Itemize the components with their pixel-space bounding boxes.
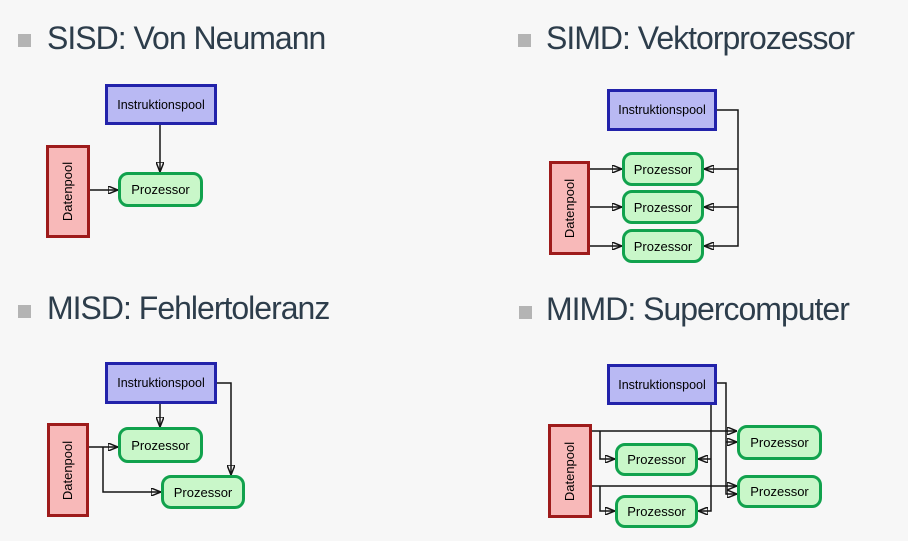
panel-title-simd: SIMD: Vektorprozessor	[546, 20, 855, 56]
arrow-instruction-to-right-processor-2	[717, 382, 737, 494]
node-instruction-pool: Instruktionspool	[607, 364, 717, 405]
node-label: Instruktionspool	[117, 97, 205, 112]
node-label: Datenpool	[60, 161, 76, 222]
arrow-data-to-middle-processor-1	[599, 431, 615, 459]
node-label: Prozessor	[633, 161, 693, 177]
panel-mimd: MIMD: Supercomputer Instruktionspool Dat…	[454, 270, 908, 541]
arrow-instruction-to-middle-processor-2	[698, 405, 712, 511]
node-label: Prozessor	[173, 484, 233, 500]
node-processor-middle-2: Prozessor	[615, 495, 698, 528]
arrow-instruction-to-processor-2	[217, 382, 231, 475]
node-processor-3: Prozessor	[622, 229, 704, 263]
node-label: Prozessor	[633, 199, 693, 215]
node-label: Datenpool	[562, 178, 577, 238]
panel-title-sisd: SISD: Von Neumann	[47, 20, 326, 56]
node-label: Prozessor	[131, 437, 190, 453]
node-instruction-pool: Instruktionspool	[607, 89, 717, 131]
node-data-pool: Datenpool	[548, 424, 592, 518]
arrow-data-to-middle-processor-2	[599, 486, 615, 511]
wires-misd	[89, 382, 454, 541]
node-instruction-pool: Instruktionspool	[105, 84, 217, 125]
node-data-pool: Datenpool	[47, 423, 89, 517]
node-processor-right-1: Prozessor	[737, 425, 822, 460]
node-label: Datenpool	[60, 440, 76, 500]
node-instruction-pool: Instruktionspool	[105, 362, 217, 404]
wires-mimd	[592, 382, 737, 541]
panel-simd: SIMD: Vektorprozessor Instruktionspool D…	[454, 0, 908, 270]
node-processor-right-2: Prozessor	[737, 475, 822, 508]
bullet-icon	[519, 306, 532, 319]
node-label: Prozessor	[633, 238, 693, 254]
bullet-icon	[18, 305, 31, 318]
node-label: Prozessor	[131, 182, 190, 197]
node-label: Prozessor	[627, 504, 686, 519]
bullet-icon	[18, 34, 31, 47]
wires-simd	[590, 109, 739, 270]
wires-sisd	[90, 125, 454, 270]
panel-title-mimd: MIMD: Supercomputer	[546, 291, 850, 327]
node-processor-middle-1: Prozessor	[615, 443, 698, 476]
bullet-icon	[518, 34, 531, 47]
node-label: Instruktionspool	[618, 377, 706, 392]
node-processor-1: Prozessor	[622, 152, 704, 186]
node-label: Prozessor	[750, 435, 809, 450]
node-data-pool: Datenpool	[46, 145, 90, 238]
node-data-pool: Datenpool	[549, 161, 590, 255]
node-processor-2: Prozessor	[622, 190, 704, 224]
panel-misd: MISD: Fehlertoleranz Instruktionspool Da…	[0, 270, 454, 541]
node-label: Instruktionspool	[117, 376, 205, 390]
node-label: Instruktionspool	[618, 103, 706, 117]
node-label: Prozessor	[750, 484, 809, 499]
panel-sisd: SISD: Von Neumann Instruktionspool Daten…	[0, 0, 454, 270]
panel-title-misd: MISD: Fehlertoleranz	[47, 290, 330, 326]
node-label: Prozessor	[627, 452, 686, 467]
arrow-instruction-to-processor-3	[704, 109, 739, 246]
node-processor: Prozessor	[118, 172, 203, 207]
node-processor-1: Prozessor	[118, 427, 203, 463]
node-label: Datenpool	[562, 441, 578, 501]
arrow-data-to-processor-2	[102, 447, 161, 492]
node-processor-2: Prozessor	[161, 475, 245, 509]
